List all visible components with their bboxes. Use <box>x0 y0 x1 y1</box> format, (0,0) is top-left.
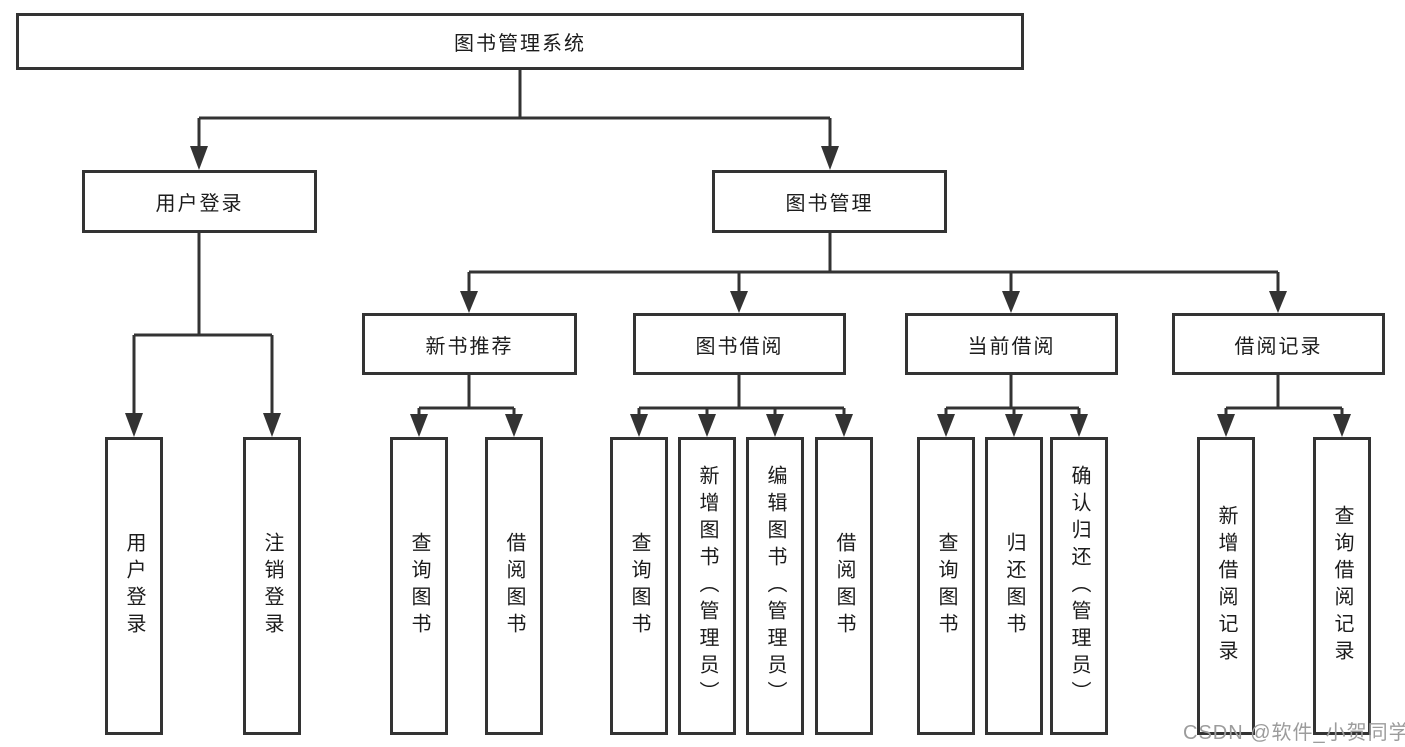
watermark: CSDN @软件_小贺同学 <box>1183 722 1405 744</box>
node-root: 图书管理系统 <box>16 13 1024 70</box>
leaf-logout: 注销登录 <box>243 437 301 735</box>
leaf-add-borrow-record: 新增借阅记录 <box>1197 437 1255 735</box>
leaf-borrow-books-borrowing: 借阅图书 <box>815 437 873 735</box>
leaf-add-book-admin: 新增图书（管理员） <box>678 437 736 735</box>
leaf-query-borrow-record: 查询借阅记录 <box>1313 437 1371 735</box>
leaf-borrow-books-recommend: 借阅图书 <box>485 437 543 735</box>
node-user-login: 用户登录 <box>82 170 317 233</box>
leaf-query-books-recommend: 查询图书 <box>390 437 448 735</box>
leaf-return-book: 归还图书 <box>985 437 1043 735</box>
leaf-edit-book-admin: 编辑图书（管理员） <box>746 437 804 735</box>
node-current-borrowing: 当前借阅 <box>905 313 1118 375</box>
node-book-borrowing: 图书借阅 <box>633 313 846 375</box>
leaf-user-login: 用户登录 <box>105 437 163 735</box>
node-borrowing-records: 借阅记录 <box>1172 313 1385 375</box>
node-book-management: 图书管理 <box>712 170 947 233</box>
node-new-book-recommendation: 新书推荐 <box>362 313 577 375</box>
arrowhead-icons <box>125 146 1351 437</box>
leaf-confirm-return-admin: 确认归还（管理员） <box>1050 437 1108 735</box>
leaf-query-books-borrowing: 查询图书 <box>610 437 668 735</box>
leaf-query-books-current: 查询图书 <box>917 437 975 735</box>
